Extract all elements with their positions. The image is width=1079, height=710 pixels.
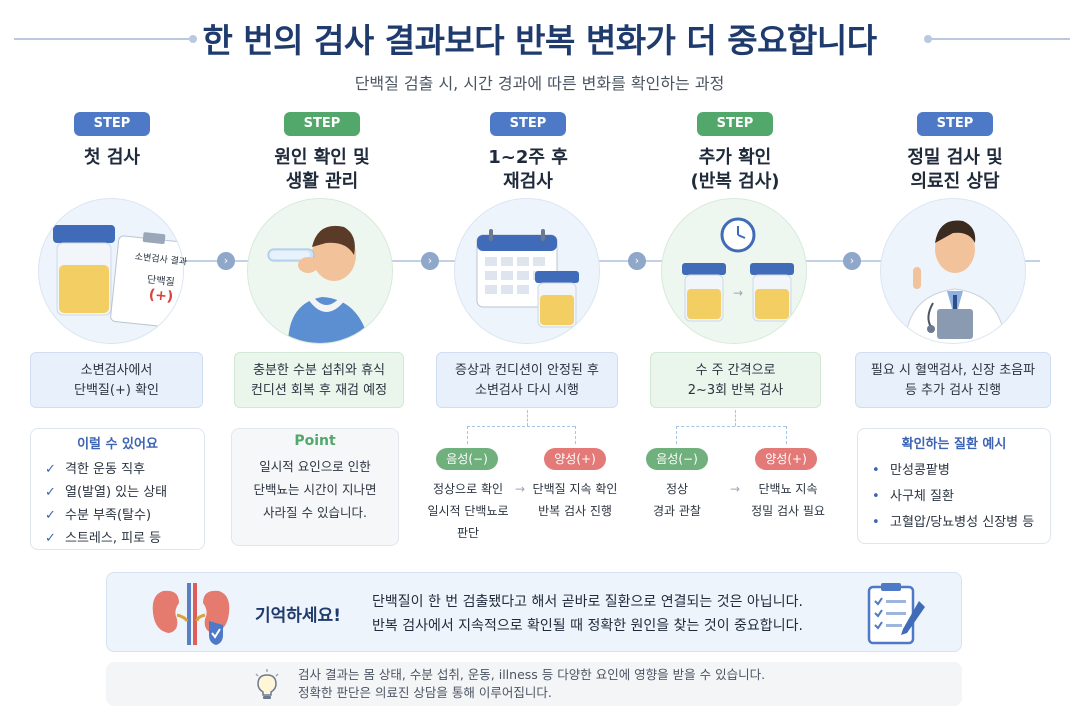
chevron-right-icon: › [421,252,439,270]
list-item: ✓열(발열) 있는 상태 [45,481,204,504]
clock-icon: → [682,217,794,322]
lightbulb-icon [255,669,279,699]
list-item: ✓스트레스, 피로 등 [45,527,204,550]
branch-connector [676,426,786,427]
branch-connector [467,426,575,427]
diseases-card: 확인하는 질환 예시 •만성콩팥병 •사구체 질환 •고혈압/당뇨병성 신장병 … [857,428,1051,544]
list-item: ✓수분 부족(탈수) [45,504,204,527]
diseases-title: 확인하는 질환 예시 [901,437,1007,452]
remember-text: 단백질이 한 번 검출됐다고 해서 곧바로 질환으로 연결되는 것은 아닙니다.… [372,594,803,634]
arrow-right-icon: → [515,482,526,496]
step-03-positive-badge: 양성(+) [544,448,606,470]
step-01-title: 첫 검사 [84,147,140,168]
list-item: •만성콩팥병 [872,463,950,478]
branch-connector [467,426,468,444]
step-04-badge: STEP 04 [697,112,773,155]
title-decor-dot-right [924,35,932,43]
list-item: •사구체 질환 [872,489,954,504]
possible-causes-card: 이럴 수 있어요 ✓격한 운동 직후 ✓열(발열) 있는 상태 ✓수분 부족(탈… [30,428,205,550]
list-item: ✓격한 운동 직후 [45,458,204,481]
footnote-box: 검사 결과는 몸 상태, 수분 섭취, 운동, illness 등 다양한 요인… [106,662,962,706]
drinking-water-icon [267,225,370,343]
check-icon: ✓ [45,485,56,500]
step-01-badge: STEP 01 [74,112,150,155]
step-05-illustration [880,198,1026,344]
clipboard-icon [867,583,925,645]
possible-causes-title: 이럴 수 있어요 [77,437,158,452]
branch-connector [786,426,787,444]
remember-title: 기억하세요! [255,606,341,626]
kidney-icon [152,583,230,645]
point-title: Point [294,433,336,449]
calendar-icon [476,229,579,328]
branch-connector [735,410,736,426]
check-icon: ✓ [45,462,56,477]
title-decor-dot-left [189,35,197,43]
svg-text:→: → [733,286,743,300]
check-icon: ✓ [45,508,56,523]
step-02-illustration [247,198,393,344]
step-04-positive-badge: 양성(+) [755,448,817,470]
chevron-right-icon: › [628,252,646,270]
step-03-badge: STEP 03 [490,112,566,155]
step-01-illustration [38,198,184,344]
step-04-illustration: → [661,198,807,344]
list-item: •고혈압/당뇨병성 신장병 등 [872,515,1035,530]
title-decor-line-left [14,38,189,40]
arrow-right-icon: → [730,482,741,496]
step-03-illustration [454,198,600,344]
urine-cup-icon [53,225,183,329]
chevron-right-icon: › [217,252,235,270]
step-03-negative-badge: 음성(−) [436,448,498,470]
branch-connector [676,426,677,444]
step-02-badge: STEP 02 [284,112,360,155]
doctor-icon [904,220,1006,343]
step-04-title: 추가 확인(반복 검사) [690,147,780,192]
page-title: 한 번의 검사 결과보다 반복 변화가 더 중요합니다 [202,21,877,60]
branch-connector [575,426,576,444]
step-05-badge: STEP 05 [917,112,993,155]
chevron-right-icon: › [843,252,861,270]
remember-banner: 기억하세요! 단백질이 한 번 검출됐다고 해서 곧바로 질환으로 연결되는 것… [106,572,962,652]
page-subtitle: 단백질 검출 시, 시간 경과에 따른 변화를 확인하는 과정 [354,74,725,93]
check-icon: ✓ [45,531,56,546]
footnote-text: 검사 결과는 몸 상태, 수분 섭취, 운동, illness 등 다양한 요인… [298,667,766,700]
title-decor-line-right [930,38,1070,40]
step-04-negative-badge: 음성(−) [646,448,708,470]
branch-connector [527,410,528,426]
